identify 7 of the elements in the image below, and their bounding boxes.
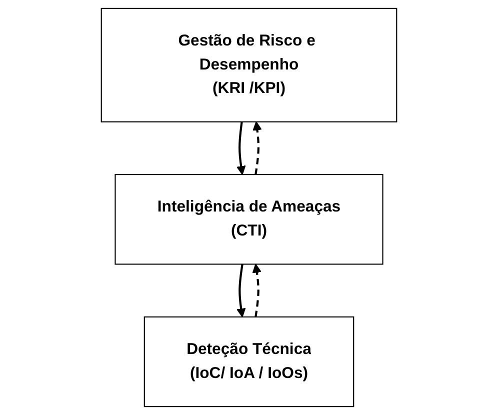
arrow xyxy=(236,122,246,175)
node-box: Gestão de Risco e Desempenho (KRI /KPI) xyxy=(100,8,398,122)
arrow xyxy=(252,121,262,175)
arrow xyxy=(236,264,246,318)
node-box: Inteligência de Ameaças (CTI) xyxy=(114,174,384,265)
node-box: Deteção Técnica (IoC/ IoA / IoOs) xyxy=(144,316,354,408)
arrow xyxy=(252,264,262,318)
